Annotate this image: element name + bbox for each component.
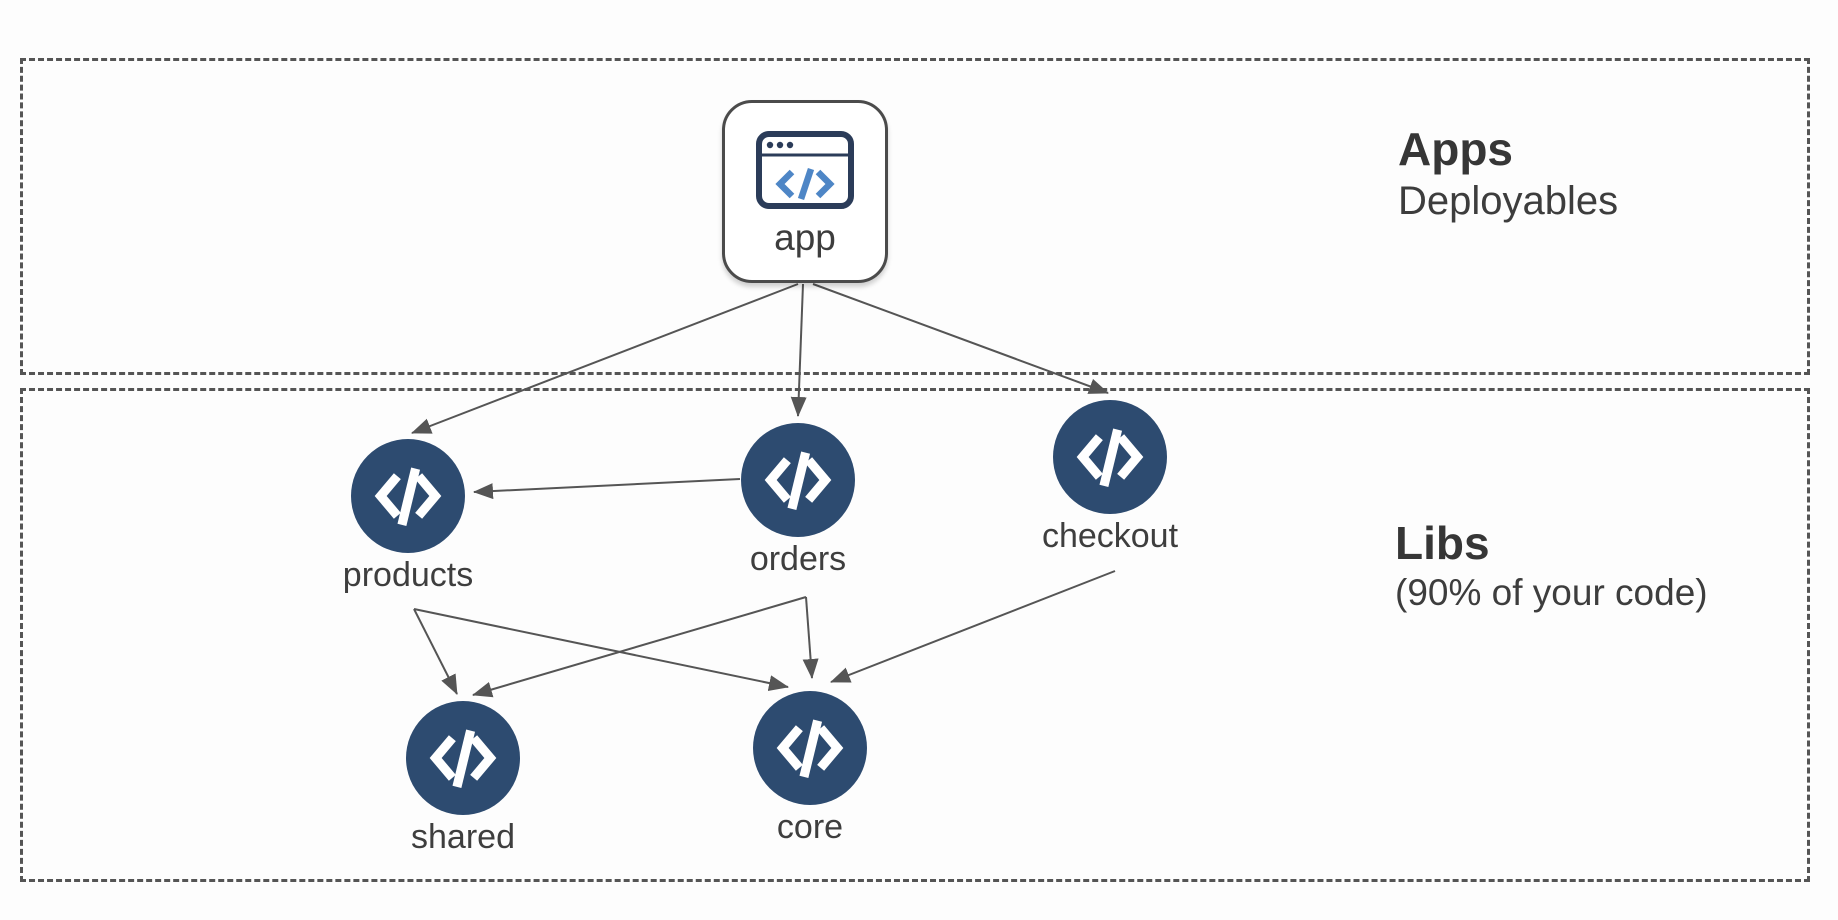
code-icon [753, 691, 867, 805]
browser-code-icon [756, 131, 854, 209]
edge-orders-shared [472, 596, 807, 698]
edge-checkout-core [830, 570, 1116, 683]
code-icon [351, 439, 465, 553]
code-icon [1053, 400, 1167, 514]
node-products-label: products [342, 556, 474, 594]
apps-caption: Apps Deployables [1398, 122, 1618, 226]
apps-title: Apps [1398, 123, 1513, 175]
libs-caption: Libs (90% of your code) [1395, 516, 1708, 616]
edge-app-products [411, 283, 799, 434]
region-libs-box [20, 388, 1810, 882]
edge-app-checkout [812, 283, 1109, 394]
libs-title: Libs [1395, 517, 1490, 569]
code-icon [406, 701, 520, 815]
node-orders-label: orders [749, 540, 847, 578]
edge-app-orders [790, 283, 807, 417]
edge-products-shared [413, 608, 458, 695]
node-core-label: core [776, 808, 844, 846]
edge-products-core [413, 608, 789, 691]
libs-subtitle: (90% of your code) [1395, 572, 1708, 613]
region-apps-box [20, 58, 1810, 375]
code-icon [741, 423, 855, 537]
apps-subtitle: Deployables [1398, 179, 1619, 223]
edge-orders-products [473, 478, 741, 500]
node-shared-label: shared [411, 818, 515, 856]
node-app: app [722, 100, 888, 283]
edge-orders-core [802, 596, 819, 679]
node-checkout-label: checkout [1041, 517, 1179, 555]
node-app-label: app [774, 217, 836, 258]
